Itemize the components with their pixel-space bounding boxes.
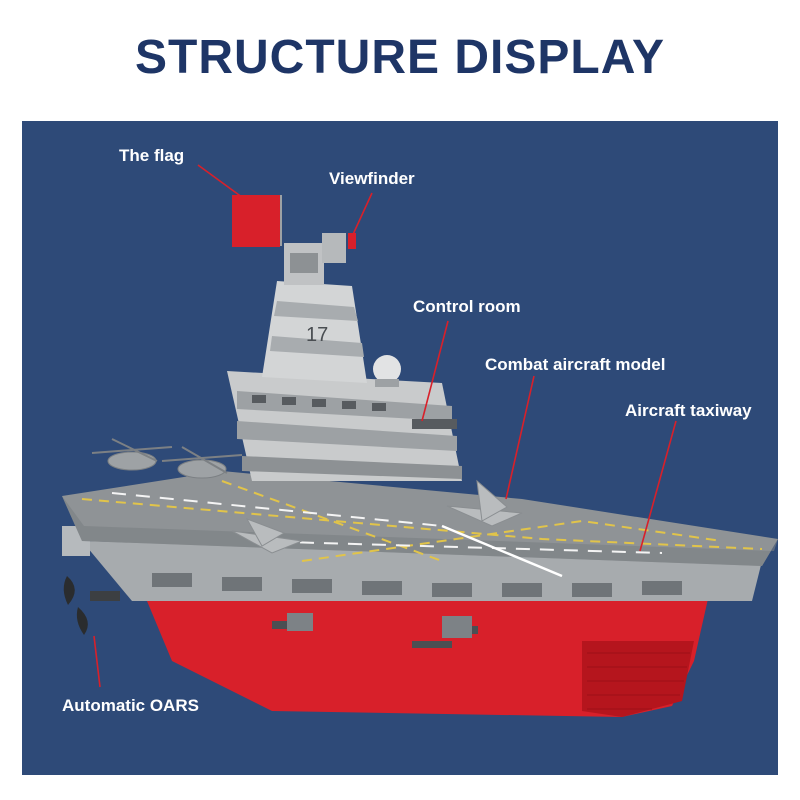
label-aircraft-taxiway: Aircraft taxiway [625,401,752,420]
svg-text:17: 17 [306,324,328,346]
label-control-room: Control room [413,297,521,316]
structure-panel: 17 [22,121,778,775]
deck-guns [272,613,478,648]
hull [142,581,712,717]
label-combat-aircraft-model: Combat aircraft model [485,355,666,374]
superstructure: 17 [227,233,462,481]
leader-line-combat-aircraft [505,375,535,500]
label-the-flag: The flag [119,146,185,165]
page-title: STRUCTURE DISPLAY [135,31,665,84]
label-viewfinder: Viewfinder [329,169,415,188]
jet-models [231,479,523,554]
flag [232,195,282,247]
carrier-model-illustration: 17 [62,164,778,717]
leader-lines [93,164,677,688]
helicopter-models [91,438,243,479]
leader-line-control-room [421,320,449,422]
flight-deck [62,471,778,578]
oars-propeller [63,576,120,635]
leader-line-viewfinder [349,192,373,242]
label-automatic-oars: Automatic OARS [62,696,199,715]
leader-line-flag [197,164,251,204]
leader-line-oars [93,635,101,688]
leader-line-taxiway [639,420,677,552]
